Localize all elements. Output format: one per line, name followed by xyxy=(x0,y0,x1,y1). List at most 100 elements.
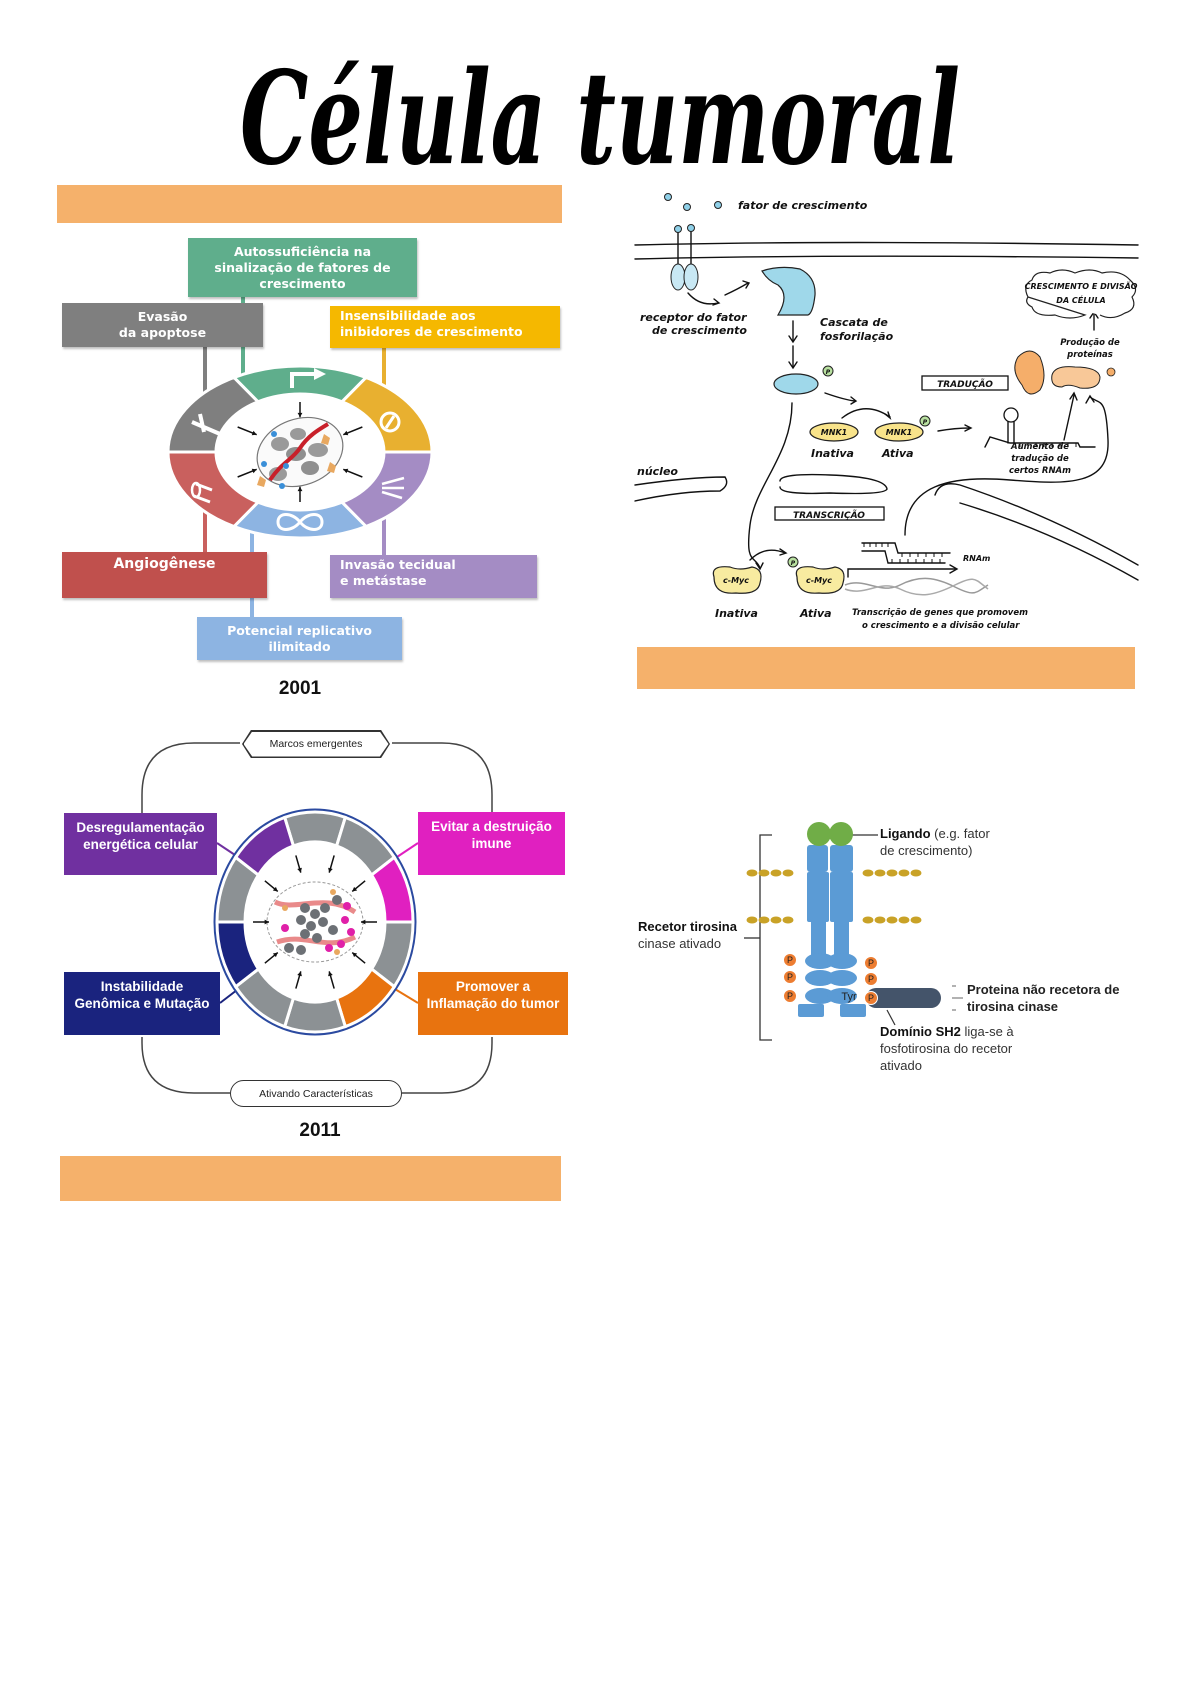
section-band-right xyxy=(637,647,1135,689)
inward-arrows xyxy=(237,402,363,502)
hallmarks-2011-diagram: Marcos emergentes Ativando Característic… xyxy=(60,725,570,1125)
mnk1-inactive-label: Inativa xyxy=(811,447,854,460)
year-label-2001: 2001 xyxy=(278,678,322,699)
membrane-lipid-dot xyxy=(770,916,782,924)
translation-box-label: TRADUÇÃO xyxy=(937,379,993,390)
phosphate-label: P xyxy=(868,993,874,1003)
membrane-lipid-dot xyxy=(862,869,874,877)
arrow-head xyxy=(343,468,349,474)
phosphate-mark: P xyxy=(791,560,796,567)
year-label-2011: 2011 xyxy=(299,1120,341,1141)
segment-growth-signals xyxy=(282,810,348,848)
page-title-text: Célula tumoral xyxy=(240,44,960,194)
segment-angiogenesis xyxy=(166,450,261,529)
protein-label-line1: Proteina não recetora de xyxy=(967,982,1120,997)
rtk-label-line2: cinase ativado xyxy=(638,936,722,951)
cmyc-label: c-Myc xyxy=(723,576,749,585)
translation-increase-label: Aumento de xyxy=(1010,442,1069,452)
segment-invasion xyxy=(282,996,348,1034)
hallmark-box-genomic-instability: Instabilidade Genômica e Mutação xyxy=(64,972,220,1035)
no-entry-icon-bar xyxy=(384,415,396,429)
arrow-icon-head xyxy=(314,368,326,380)
tyrosine-label: Tyr xyxy=(841,991,857,1003)
growth-factor-signaling-pathway: fator de crescimento receptor do fator d… xyxy=(634,193,1139,631)
arrow-head xyxy=(297,412,303,418)
hallmark-box-tumor-inflammation: Promover a Inflamação do tumor xyxy=(418,972,568,1035)
hallmark-text: energética celular xyxy=(83,837,198,852)
membrane-lipid-dot xyxy=(886,869,898,877)
sh2-label-line2: fosfotirosina do recetor xyxy=(880,1041,1013,1056)
arrow-icon xyxy=(290,372,314,388)
cloud-text: CRESCIMENTO E DIVISÃO xyxy=(1025,281,1138,291)
membrane-lipid-dot xyxy=(910,916,922,924)
phosphate-label: P xyxy=(787,972,793,982)
tumor-cells-illustration xyxy=(256,416,344,489)
hallmark-box-replicative-potential: Potencial replicativo ilimitado xyxy=(197,617,402,660)
hallmark-text: Desregulamentação xyxy=(76,820,205,835)
membrane-lipid-dot xyxy=(758,916,770,924)
translation-increase-label: certos RNAm xyxy=(1009,466,1071,476)
membrane-lipid-dot xyxy=(910,869,922,877)
cmyc-label: c-Myc xyxy=(806,576,832,585)
hallmark-text: Potencial replicativo xyxy=(227,622,372,638)
hallmark-text: Genômica e Mutação xyxy=(74,996,210,1011)
hallmarks-2011-ring xyxy=(141,742,493,1094)
arrow-head xyxy=(297,486,303,492)
membrane-lipid-dot xyxy=(862,916,874,924)
tumor-microenvironment-illustration xyxy=(266,881,364,963)
membrane-lipid-dot xyxy=(746,869,758,877)
vessel-icon-end xyxy=(190,481,202,499)
arrow-head xyxy=(352,952,358,958)
nucleus-label: núcleo xyxy=(637,465,678,478)
hallmark-text: Autossuficiência na sinalização de fator… xyxy=(214,243,391,291)
phosphate-label: P xyxy=(868,974,874,984)
receptor-label: de crescimento xyxy=(652,324,747,337)
scratch-icon xyxy=(381,476,405,500)
cross-icon xyxy=(191,413,221,436)
cascade-label: Cascata de xyxy=(820,316,888,329)
no-entry-icon xyxy=(379,411,401,433)
section-band-top-left xyxy=(57,185,562,223)
membrane-lipid-dot xyxy=(782,916,794,924)
cell-membrane-inner xyxy=(634,255,1139,260)
phosphate-label: P xyxy=(787,955,793,965)
cmyc-inactive-label: Inativa xyxy=(715,607,758,620)
translation-increase-label: tradução de xyxy=(1011,454,1069,464)
transcription-box-label: TRANSCRIÇÃO xyxy=(793,510,865,521)
arrow-head xyxy=(272,886,278,892)
sh2-domain-label: Domínio SH2 liga-se à fosfotirosina do r… xyxy=(880,1023,1014,1074)
phosphate-label: P xyxy=(868,958,874,968)
membrane-lipid-dot xyxy=(746,916,758,924)
rtk-label-bold: Recetor tirosina xyxy=(638,919,737,934)
arrow-head xyxy=(272,952,278,958)
sh2-label-rest: liga-se à xyxy=(960,1024,1014,1039)
arrow-head xyxy=(328,971,333,977)
membrane-lipid-dot xyxy=(874,916,886,924)
non-receptor-protein-label: Proteina não recetora de tirosina cinase xyxy=(967,981,1119,1015)
hallmark-box-energy-deregulation: Desregulamentação energética celular xyxy=(64,813,217,875)
transcription-description: o crescimento e a divisão celular xyxy=(862,621,1020,631)
mnk1-active-label: Ativa xyxy=(881,447,914,460)
page-title: Célula tumoral xyxy=(240,44,960,194)
enabling-characteristics-text: Ativando Características xyxy=(259,1087,373,1100)
ligand-label-line2: de crescimento) xyxy=(880,843,973,858)
hallmark-text: Evasão xyxy=(137,309,188,324)
hallmark-text: da apoptose xyxy=(118,325,207,340)
membrane-lipid-dot xyxy=(770,869,782,877)
hallmark-box-apoptosis-evasion: Evasão da apoptose xyxy=(62,303,263,347)
receptor-label: receptor do fator xyxy=(640,311,747,324)
section-band-bottom-left xyxy=(60,1156,561,1201)
cell-membrane-outer xyxy=(634,241,1139,246)
ligand-label-rest: (e.g. fator xyxy=(930,826,990,841)
receptor-tyrosine-kinase-label: Recetor tirosina cinase ativado xyxy=(638,918,737,952)
ligand-label: Ligando (e.g. fator de crescimento) xyxy=(880,825,990,859)
cmyc-active-label: Ativa xyxy=(799,607,832,620)
hallmark-box-angiogenesis: Angiogênese xyxy=(62,552,267,598)
mnk1-label: MNK1 xyxy=(886,428,912,437)
arrow-head xyxy=(297,971,302,977)
phosphate-mark: P xyxy=(923,419,928,426)
growth-factor-label: fator de crescimento xyxy=(738,199,868,212)
membrane-chains xyxy=(746,869,922,924)
transcription-description: Transcrição de genes que promovem xyxy=(852,608,1028,618)
hallmark-text: Insensibilidade aos xyxy=(340,308,476,323)
